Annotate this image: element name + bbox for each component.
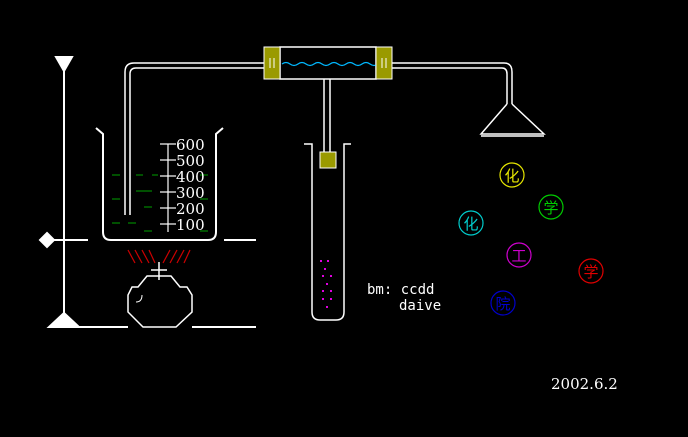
char-bubble-6: 院 (490, 290, 516, 316)
scale-label-500: 500 (176, 152, 205, 170)
scale-label-100: 100 (176, 216, 205, 234)
delivery-tube-right (392, 62, 513, 104)
note-line-1: bm: ccdd (367, 282, 434, 298)
char-bubble-2: 学 (538, 194, 564, 220)
stand-base (46, 311, 82, 328)
scale-label-300: 300 (176, 184, 205, 202)
char-bubble-4: 工 (506, 242, 532, 268)
scale-label-200: 200 (176, 200, 205, 218)
scale-label-600: 600 (176, 136, 205, 154)
lamp-body (127, 275, 193, 328)
char-2: 学 (543, 199, 558, 217)
iron-stand (38, 56, 256, 328)
stand-top-cap (54, 56, 74, 74)
beaker-outline (95, 127, 224, 241)
lamp-highlight (135, 294, 143, 303)
delivery-tube-left (124, 62, 264, 215)
char-6: 院 (495, 295, 510, 313)
tube-liquid (281, 61, 379, 67)
flame (127, 249, 191, 264)
alcohol-lamp (127, 262, 193, 328)
char-3: 化 (463, 215, 478, 233)
char-4: 工 (511, 247, 526, 265)
test-tube-body (304, 143, 351, 321)
note: bm: ccdd daive (367, 282, 441, 314)
test-tube-stopper (319, 151, 337, 169)
clamp-knob (38, 231, 56, 249)
date-label: 2002.6.2 (551, 375, 618, 393)
char-5: 学 (583, 263, 598, 281)
test-tube (304, 143, 351, 321)
funnel (479, 103, 546, 137)
char-bubble-5: 学 (578, 258, 604, 284)
left-stopper (263, 46, 281, 80)
right-stopper (375, 46, 393, 80)
char-bubble-1: 化 (499, 162, 525, 188)
beaker-scale: 100 200 300 400 500 600 (160, 136, 205, 234)
precipitate-dots (320, 260, 332, 308)
scale-label-400: 400 (176, 168, 205, 186)
char-1: 化 (504, 167, 519, 185)
character-bubbles: 化 学 化 工 学 院 (458, 162, 604, 316)
note-line-2: daive (399, 298, 441, 314)
reaction-tube (263, 46, 393, 80)
reaction-tube-body (279, 46, 377, 80)
beaker-water (112, 174, 208, 232)
delivery-tube-down (323, 79, 331, 152)
beaker (95, 127, 224, 241)
char-bubble-3: 化 (458, 210, 484, 236)
